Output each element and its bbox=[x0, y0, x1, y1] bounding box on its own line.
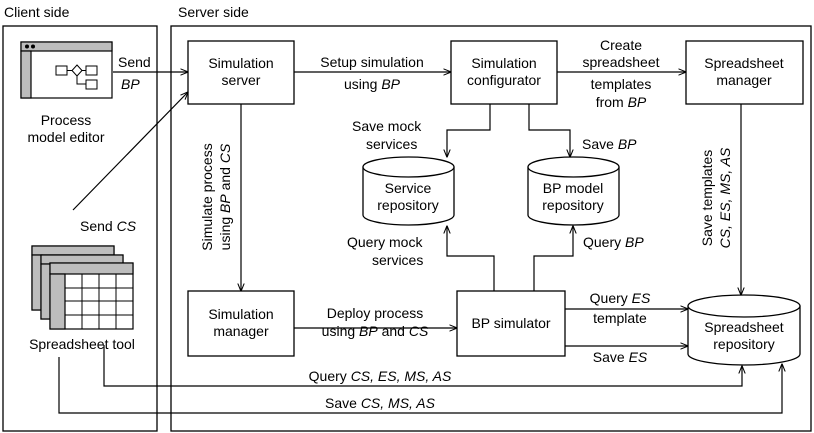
query-mock-services-arrow bbox=[447, 226, 495, 291]
spreadsheet-repository-label-1: Spreadsheet bbox=[704, 319, 784, 335]
create-templates-label-1: Create bbox=[600, 37, 642, 53]
query-bp-arrow bbox=[533, 226, 573, 291]
spreadsheet-repository-label-2: repository bbox=[713, 336, 774, 352]
editor-label-2: model editor bbox=[27, 129, 104, 145]
simulation-manager-box bbox=[187, 290, 295, 357]
query-mock-label-1: Query mock bbox=[347, 234, 423, 250]
send-bp-label-1: Send bbox=[118, 54, 151, 70]
simulate-process-label-1: Simulate process bbox=[199, 143, 215, 250]
simulation-manager-label-1: Simulation bbox=[208, 306, 273, 322]
query-bp-label: Query BP bbox=[583, 234, 644, 250]
save-mock-label-1: Save mock bbox=[352, 118, 422, 134]
spreadsheet-tool-label: Spreadsheet tool bbox=[29, 336, 135, 352]
query-all-arrow bbox=[103, 345, 742, 387]
bp-model-repository-label-2: repository bbox=[542, 197, 603, 213]
simulation-manager-label-2: manager bbox=[213, 323, 269, 339]
simulation-server-label-1: Simulation bbox=[208, 55, 273, 71]
query-es-label-1: Query ES bbox=[590, 290, 651, 306]
save-bp-label: Save BP bbox=[582, 136, 637, 152]
save-templates-label-1: Save templates bbox=[699, 150, 715, 247]
server-side-title: Server side bbox=[178, 4, 249, 20]
save-all-arrow bbox=[58, 357, 782, 414]
service-repository-label-1: Service bbox=[385, 180, 432, 196]
simulation-configurator-label-1: Simulation bbox=[471, 55, 536, 71]
client-side-frame bbox=[2, 25, 158, 432]
query-all-label: Query CS, ES, MS, AS bbox=[309, 368, 452, 384]
setup-simulation-label-2: using BP bbox=[344, 76, 401, 92]
send-cs-arrow bbox=[72, 92, 188, 211]
query-es-label-2: template bbox=[593, 310, 647, 326]
bp-model-repository-label-1: BP model bbox=[543, 180, 603, 196]
simulation-configurator-box bbox=[450, 40, 558, 105]
simulation-server-label-2: server bbox=[222, 72, 261, 88]
simulation-configurator-label-2: configurator bbox=[467, 72, 541, 88]
save-bp-arrow bbox=[528, 104, 570, 157]
create-templates-label-4: from BP bbox=[596, 94, 647, 110]
simulate-process-label-2: using BP and CS bbox=[217, 143, 233, 250]
bp-simulator-box bbox=[456, 290, 566, 357]
send-bp-label-2: BP bbox=[121, 76, 140, 92]
bp-simulator-label: BP simulator bbox=[471, 315, 550, 331]
deploy-process-label-1: Deploy process bbox=[327, 305, 424, 321]
process-model-editor-icon bbox=[20, 41, 113, 99]
save-templates-label-2: CS, ES, MS, AS bbox=[717, 147, 733, 248]
service-repository-cylinder bbox=[362, 156, 455, 226]
send-cs-label: Send CS bbox=[80, 218, 137, 234]
spreadsheet-manager-label-2: manager bbox=[716, 72, 772, 88]
spreadsheet-tool-icon bbox=[31, 245, 134, 330]
service-repository-label-2: repository bbox=[377, 197, 438, 213]
query-mock-label-2: services bbox=[372, 252, 423, 268]
save-mock-label-2: services bbox=[366, 136, 417, 152]
spreadsheet-repository-cylinder bbox=[687, 294, 801, 366]
save-all-label: Save CS, MS, AS bbox=[325, 395, 436, 411]
deploy-process-label-2: using BP and CS bbox=[322, 323, 429, 339]
editor-label-1: Process bbox=[41, 112, 92, 128]
save-es-label: Save ES bbox=[593, 349, 648, 365]
bp-model-repository-cylinder bbox=[527, 156, 620, 226]
client-side-title: Client side bbox=[4, 4, 70, 20]
spreadsheet-manager-label-1: Spreadsheet bbox=[704, 55, 784, 71]
create-templates-label-2: spreadsheet bbox=[582, 54, 659, 70]
save-mock-services-arrow bbox=[447, 104, 491, 157]
server-side-frame bbox=[170, 25, 812, 432]
setup-simulation-label-1: Setup simulation bbox=[320, 54, 424, 70]
spreadsheet-manager-box bbox=[685, 40, 804, 105]
create-templates-label-3: templates bbox=[591, 76, 652, 92]
